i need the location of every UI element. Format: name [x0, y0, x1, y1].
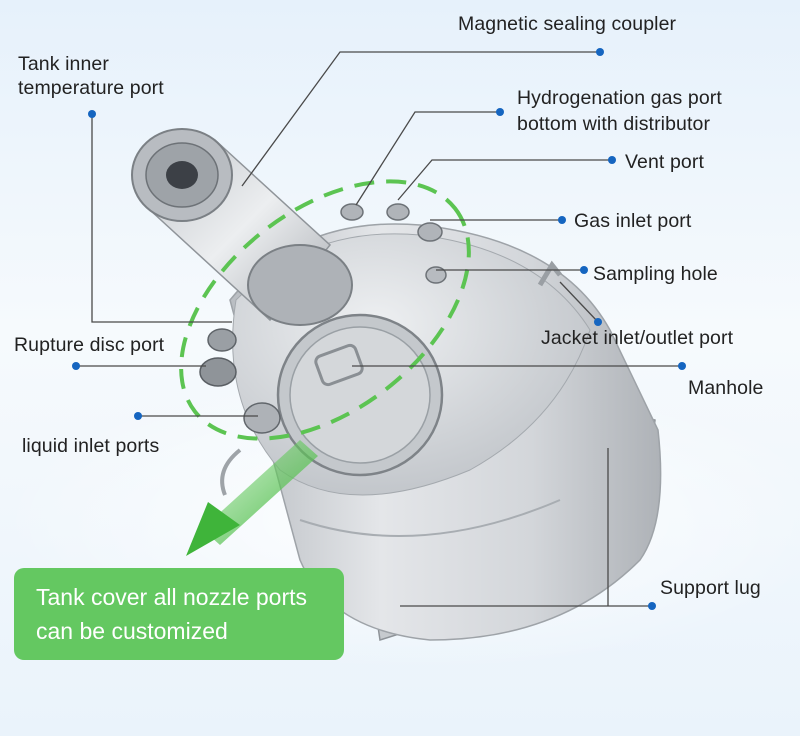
- leader-jacket-port: [559, 281, 599, 323]
- label-tank-inner-temperature-port-line2: temperature port: [18, 77, 164, 99]
- label-jacket-inlet-outlet-port: Jacket inlet/outlet port: [541, 327, 734, 349]
- leader-lines: [76, 51, 682, 607]
- customization-callout: Tank cover all nozzle ports can be custo…: [14, 568, 344, 660]
- dot-hydrogenation-port: [496, 108, 504, 116]
- label-liquid-inlet-ports: liquid inlet ports: [22, 435, 160, 457]
- manhole-graphic: [276, 313, 444, 477]
- callout-line-2: can be customized: [36, 618, 228, 644]
- label-magnetic-sealing-coupler: Magnetic sealing coupler: [458, 13, 677, 35]
- label-vent-port: Vent port: [625, 151, 704, 173]
- dot-rupture-disc: [72, 362, 80, 370]
- leader-vent-port: [397, 159, 612, 201]
- leader-dots: [72, 48, 686, 610]
- dot-gas-inlet: [558, 216, 566, 224]
- label-tank-inner-temperature-port-line1: Tank inner: [18, 53, 109, 75]
- dot-manhole: [678, 362, 686, 370]
- dot-liquid-inlet: [134, 412, 142, 420]
- highlight-dashed-ellipse: [179, 179, 471, 441]
- label-sampling-hole: Sampling hole: [593, 263, 718, 285]
- label-support-lug: Support lug: [660, 577, 761, 599]
- label-hydrogenation-gas-port-line2: bottom with distributor: [517, 113, 711, 135]
- dot-temperature-port: [88, 110, 96, 118]
- dot-sampling-hole: [580, 266, 588, 274]
- label-gas-inlet-port: Gas inlet port: [574, 210, 692, 232]
- dot-support-lug: [648, 602, 656, 610]
- label-manhole: Manhole: [688, 377, 764, 399]
- label-hydrogenation-gas-port-line1: Hydrogenation gas port: [517, 87, 722, 109]
- dot-vent-port: [608, 156, 616, 164]
- nozzle-port-graphics: [199, 203, 562, 496]
- label-rupture-disc-port: Rupture disc port: [14, 334, 165, 356]
- highlight-arrow: [186, 440, 318, 556]
- leader-magnetic-coupler: [241, 51, 600, 187]
- magnetic-coupler-graphic: [131, 128, 353, 326]
- leader-temperature-port: [91, 114, 232, 323]
- callout-line-1: Tank cover all nozzle ports: [36, 584, 308, 610]
- dot-jacket-port: [594, 318, 602, 326]
- leader-hydrogenation-port: [355, 111, 500, 206]
- dot-magnetic-coupler: [596, 48, 604, 56]
